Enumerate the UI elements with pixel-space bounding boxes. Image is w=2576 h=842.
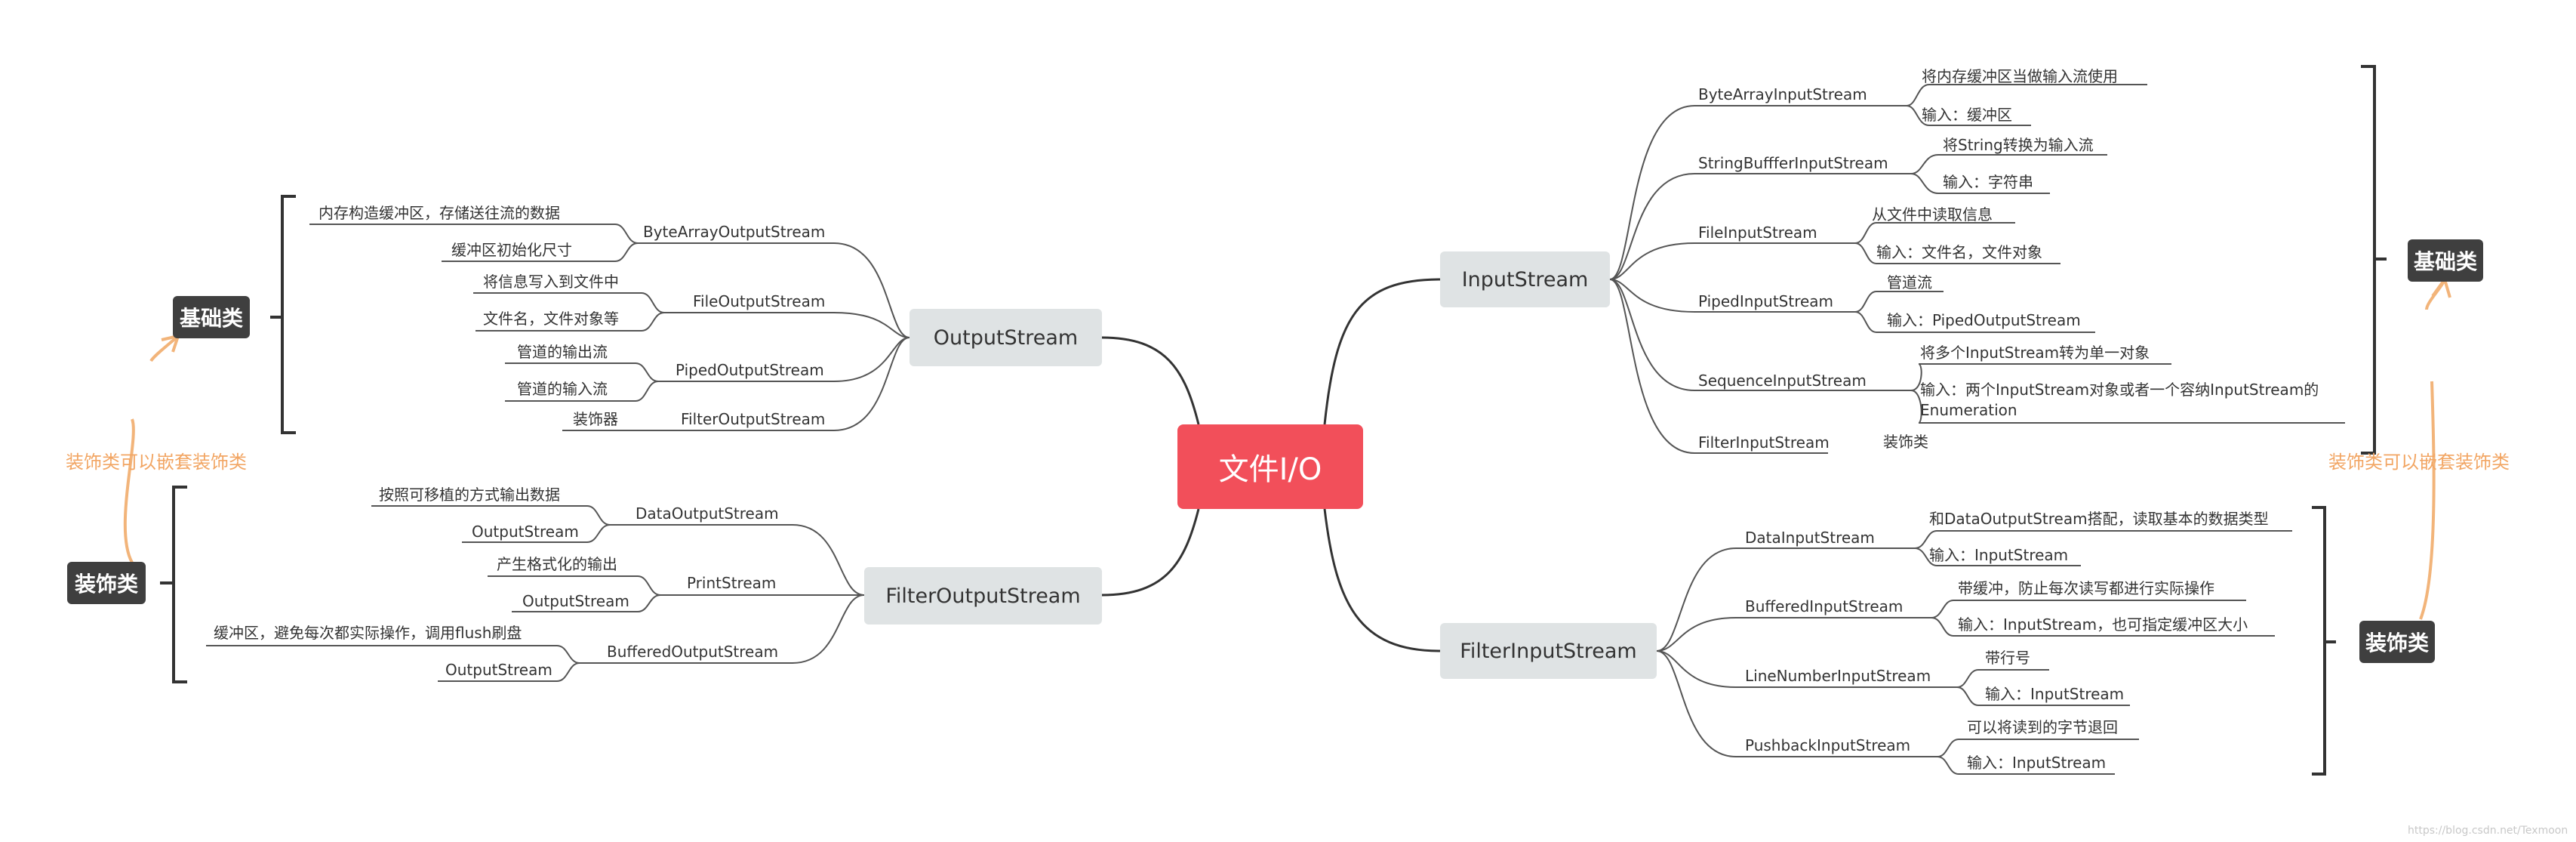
- node-fileoutputstream[interactable]: FileOutputStream: [693, 292, 826, 310]
- note: 管道的输入流: [517, 380, 608, 398]
- node-bufferedoutputstream[interactable]: BufferedOutputStream: [607, 643, 779, 661]
- node-bytearrayinputstream[interactable]: ByteArrayInputStream: [1698, 85, 1867, 103]
- note: 按照可移植的方式输出数据: [379, 486, 560, 504]
- node-dataoutputstream[interactable]: DataOutputStream: [636, 504, 779, 523]
- node-pushbackinputstream[interactable]: PushbackInputStream: [1745, 736, 1911, 754]
- note: 输入：PipedOutputStream: [1887, 311, 2081, 329]
- label-decorator-left[interactable]: 装饰类: [67, 562, 146, 604]
- node-datainputstream[interactable]: DataInputStream: [1745, 529, 1875, 547]
- note: 输入：文件名，文件对象: [1876, 243, 2042, 261]
- note: 装饰类: [1883, 433, 1928, 451]
- connector-center-outputstream: [1101, 336, 1200, 425]
- node-bufferedinputstream[interactable]: BufferedInputStream: [1745, 597, 1904, 615]
- bracket-right-decorator: [2312, 506, 2326, 776]
- label-decorator-right[interactable]: 装饰类: [2359, 621, 2435, 663]
- note: 将多个InputStream转为单一对象: [1920, 344, 2150, 362]
- note: 产生格式化的输出: [497, 555, 617, 573]
- note: 输入：InputStream，也可指定缓冲区大小: [1958, 615, 2248, 634]
- node-pipedoutputstream[interactable]: PipedOutputStream: [676, 361, 824, 379]
- node-filteroutputstream[interactable]: FilterOutputStream: [681, 410, 826, 428]
- node-fileinputstream[interactable]: FileInputStream: [1698, 224, 1817, 242]
- connector-center-filteroutputstream: [1101, 508, 1200, 597]
- note: 带行号: [1985, 649, 2030, 667]
- note: OutputStream: [472, 523, 579, 541]
- bracket-right-basic: [2361, 65, 2376, 455]
- node-pipedinputstream[interactable]: PipedInputStream: [1698, 292, 1834, 310]
- note: 带缓冲，防止每次读写都进行实际操作: [1958, 579, 2214, 597]
- note: 缓冲区，避免每次都实际操作，调用flush刷盘: [214, 624, 522, 642]
- note: 将信息写入到文件中: [483, 273, 619, 291]
- node-stringbufferinputstream[interactable]: StringBuffferInputStream: [1698, 154, 1888, 172]
- note: 输入：缓冲区: [1922, 106, 2012, 124]
- note: 从文件中读取信息: [1872, 205, 1993, 224]
- relation-label-left: 装饰类可以嵌套装饰类: [66, 452, 247, 473]
- note: 输入：InputStream: [1929, 546, 2069, 564]
- connector-center-filterinputstream: [1323, 508, 1441, 652]
- bracket-left-decorator: [172, 486, 187, 683]
- note: Enumeration: [1920, 401, 2017, 419]
- note: 将内存缓冲区当做输入流使用: [1922, 67, 2118, 85]
- bracket-left-basic: [281, 195, 296, 434]
- node-bytearrayoutputstream[interactable]: ByteArrayOutputStream: [643, 223, 826, 241]
- topic-filteroutputstream[interactable]: FilterOutputStream: [864, 567, 1102, 625]
- node-printstream[interactable]: PrintStream: [687, 574, 777, 592]
- note: 和DataOutputStream搭配，读取基本的数据类型: [1929, 510, 2269, 528]
- note: 输入：两个InputStream对象或者一个容纳InputStream的: [1920, 381, 2319, 399]
- watermark: https://blog.csdn.net/Texmoon: [2408, 825, 2568, 837]
- node-linenumberinputstream[interactable]: LineNumberInputStream: [1745, 667, 1931, 685]
- label-basic-right[interactable]: 基础类: [2408, 239, 2483, 282]
- node-filterinputstream[interactable]: FilterInputStream: [1698, 433, 1830, 452]
- relation-label-right: 装饰类可以嵌套装饰类: [2328, 452, 2510, 473]
- node-sequenceinputstream[interactable]: SequenceInputStream: [1698, 372, 1867, 390]
- note: 输入：InputStream: [1967, 754, 2107, 772]
- connector-center-inputstream: [1323, 278, 1441, 425]
- note: OutputStream: [445, 661, 552, 679]
- note: 输入：字符串: [1943, 173, 2033, 191]
- topic-filterinputstream[interactable]: FilterInputStream: [1440, 623, 1657, 679]
- note: 内存构造缓冲区，存储送往流的数据: [319, 204, 560, 222]
- note: 可以将读到的字节退回: [1967, 718, 2118, 736]
- note: 输入：InputStream: [1985, 685, 2125, 703]
- note: 管道的输出流: [517, 343, 608, 361]
- note: 将String转换为输入流: [1943, 136, 2094, 154]
- central-topic[interactable]: 文件I/O: [1177, 424, 1363, 509]
- topic-outputstream[interactable]: OutputStream: [909, 309, 1102, 366]
- note: OutputStream: [522, 592, 629, 610]
- topic-inputstream[interactable]: InputStream: [1440, 251, 1610, 307]
- label-basic-left[interactable]: 基础类: [173, 296, 250, 338]
- note: 文件名，文件对象等: [483, 310, 619, 328]
- note: 管道流: [1887, 273, 1932, 291]
- note: 缓冲区初始化尺寸: [451, 241, 572, 259]
- note: 装饰器: [573, 410, 618, 428]
